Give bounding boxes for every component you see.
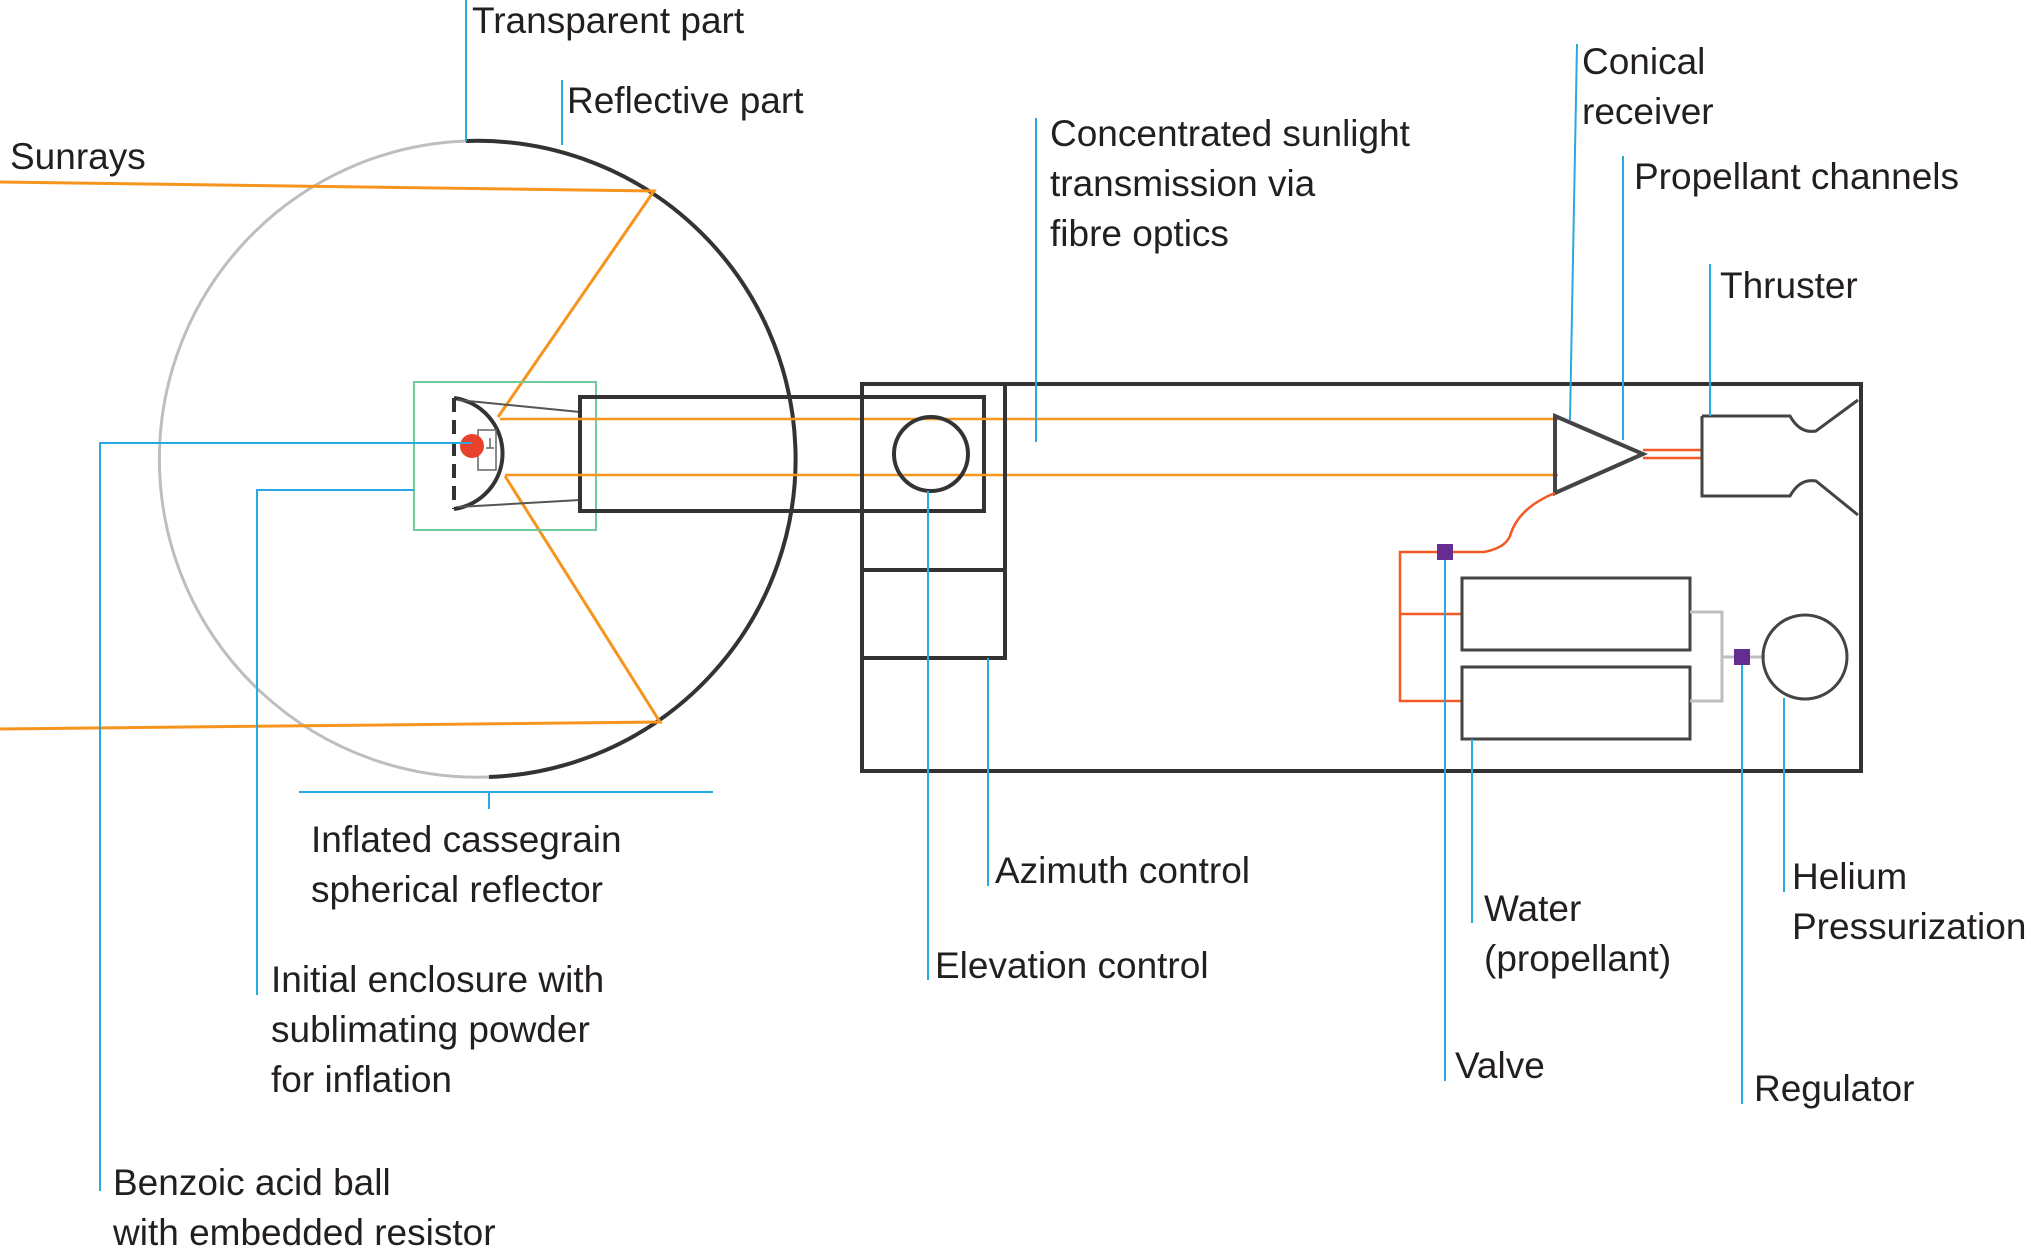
feed-system: [1398, 491, 1849, 741]
label-conical-receiver-line2: receiver: [1582, 91, 1714, 132]
support-strut-lower: [457, 499, 581, 508]
fibre-housing: [578, 395, 986, 513]
labels: Transparent part Reflective part Sunrays…: [10, 0, 2026, 1253]
label-transparent-part: Transparent part: [472, 0, 745, 41]
label-thruster: Thruster: [1720, 265, 1858, 306]
label-conical-receiver-line1: Conical: [1582, 41, 1705, 82]
label-concentrated-sunlight-line1: Concentrated sunlight: [1050, 113, 1411, 154]
label-sunrays: Sunrays: [10, 136, 146, 177]
embedded-resistor: [477, 429, 497, 471]
leader-benzoic-acid: [99, 442, 472, 1191]
conical-receiver: [1553, 412, 1648, 497]
elevation-joint: [892, 415, 970, 493]
label-valve: Valve: [1455, 1045, 1545, 1086]
label-reflector-line1: Inflated cassegrain: [311, 819, 622, 860]
helium-manifold: [1690, 610, 1765, 703]
label-water-line1: Water: [1484, 888, 1581, 929]
label-benzoic-line1: Benzoic acid ball: [113, 1162, 391, 1203]
label-concentrated-sunlight-line2: transmission via: [1050, 163, 1316, 204]
regulator: [1734, 649, 1750, 665]
label-azimuth-control: Azimuth control: [995, 850, 1250, 891]
label-reflector-line2: spherical reflector: [311, 869, 603, 910]
helium-tank: [1761, 613, 1849, 701]
secondary-reflector: [452, 396, 581, 511]
support-strut-upper: [457, 399, 581, 413]
label-enclosure-line3: for inflation: [271, 1059, 452, 1100]
leader-conical-receiver: [1569, 43, 1578, 421]
label-propellant-channels: Propellant channels: [1634, 156, 1959, 197]
label-elevation-control: Elevation control: [935, 945, 1209, 986]
label-reflective-part: Reflective part: [567, 80, 804, 121]
propulsion-unit: [1553, 398, 1859, 517]
label-helium-line2: Pressurization: [1792, 906, 2026, 947]
azimuth-mount: [860, 568, 1007, 660]
benzoic-acid-ball: [460, 434, 484, 458]
label-enclosure-line1: Initial enclosure with: [271, 959, 604, 1000]
secondary-cup: [453, 396, 505, 511]
water-tank-upper: [1460, 576, 1692, 652]
initial-enclosure: [413, 381, 597, 531]
sunrays: [0, 180, 663, 731]
main-bus: [860, 382, 1863, 773]
thruster: [1700, 398, 1859, 517]
label-helium-line1: Helium: [1792, 856, 1907, 897]
feed-line-to-receiver: [1398, 491, 1556, 703]
water-tank-lower: [1460, 665, 1692, 741]
label-water-line2: (propellant): [1484, 938, 1671, 979]
leader-initial-enclosure: [256, 489, 414, 995]
reflective-hemisphere: [465, 138, 798, 779]
label-regulator: Regulator: [1754, 1068, 1914, 1109]
sunray-lower: [0, 475, 663, 731]
label-benzoic-line2: with embedded resistor: [112, 1212, 496, 1253]
spherical-reflector: [157, 138, 798, 779]
leader-lines: [99, 0, 1785, 1191]
sunray-upper: [0, 180, 657, 418]
fibre-optic-arm: [500, 395, 1558, 513]
spacecraft-body: [860, 382, 1863, 773]
label-enclosure-line2: sublimating powder: [271, 1009, 590, 1050]
label-concentrated-sunlight-line3: fibre optics: [1050, 213, 1229, 254]
valve: [1437, 544, 1453, 560]
transparent-hemisphere: [157, 139, 490, 779]
